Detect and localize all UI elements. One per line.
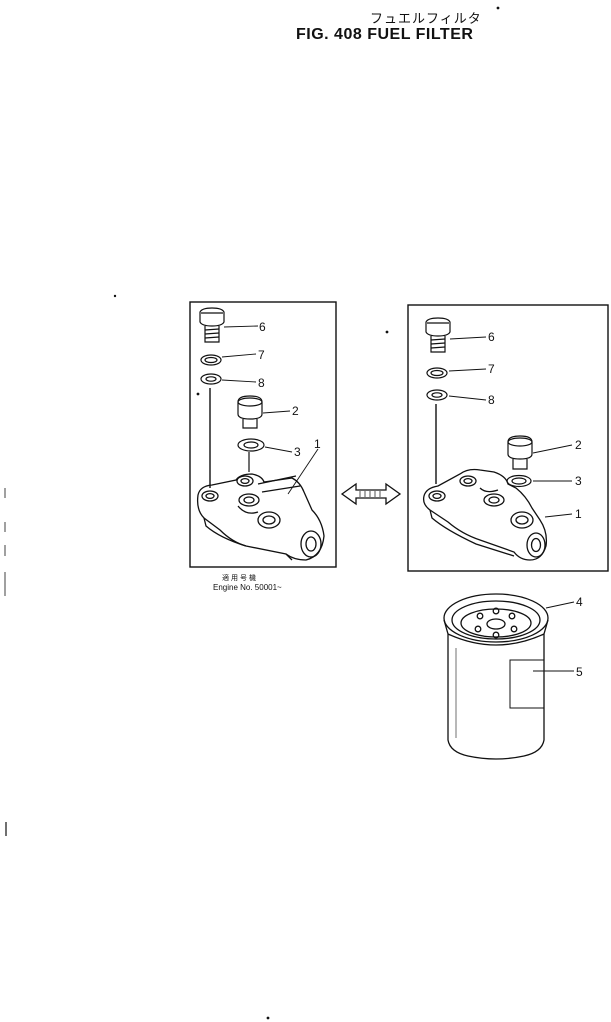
applicability-caption-japanese: 適用号機 xyxy=(222,574,258,582)
right-callout-1: 1 xyxy=(575,507,582,521)
figure-title: FIG. 408 FUEL FILTER xyxy=(296,26,474,43)
right-callout-6: 6 xyxy=(488,330,495,344)
left-plug-part xyxy=(237,395,263,429)
right-plug-part xyxy=(507,435,533,470)
right-callout-8: 8 xyxy=(488,393,495,407)
right-callout-3: 3 xyxy=(575,474,582,488)
cartridge-leader-lines xyxy=(533,601,575,672)
right-callout-7: 7 xyxy=(488,362,495,376)
right-snap-ring-part xyxy=(426,367,448,379)
left-callout-7: 7 xyxy=(258,348,265,362)
left-callout-1: 1 xyxy=(314,437,321,451)
right-callout-2: 2 xyxy=(575,438,582,452)
left-snap-ring-part xyxy=(200,354,222,366)
cartridge-callout-4: 4 xyxy=(576,595,583,609)
left-callout-2: 2 xyxy=(292,404,299,418)
filter-cartridge-part xyxy=(443,593,549,760)
left-callout-6: 6 xyxy=(259,320,266,334)
cartridge-callout-5: 5 xyxy=(576,665,583,679)
left-bolt-part xyxy=(199,307,225,343)
right-filter-head-part xyxy=(422,468,548,561)
right-leader-lines xyxy=(448,336,573,518)
applicability-caption: Engine No. 50001~ xyxy=(213,583,282,592)
left-leader-lines xyxy=(221,325,319,495)
left-gasket-part xyxy=(237,438,265,452)
right-washer-part xyxy=(426,389,448,401)
left-callout-3: 3 xyxy=(294,445,301,459)
left-callout-8: 8 xyxy=(258,376,265,390)
figure-title-japanese: フュエルフィルタ xyxy=(370,12,482,27)
interchangeable-double-arrow xyxy=(340,482,402,506)
left-panel-frame xyxy=(189,301,337,568)
right-panel-frame xyxy=(407,304,609,572)
scan-marks xyxy=(4,6,500,1020)
left-filter-head-part xyxy=(196,473,325,561)
left-washer-part xyxy=(200,373,222,385)
right-bolt-part xyxy=(425,317,451,353)
